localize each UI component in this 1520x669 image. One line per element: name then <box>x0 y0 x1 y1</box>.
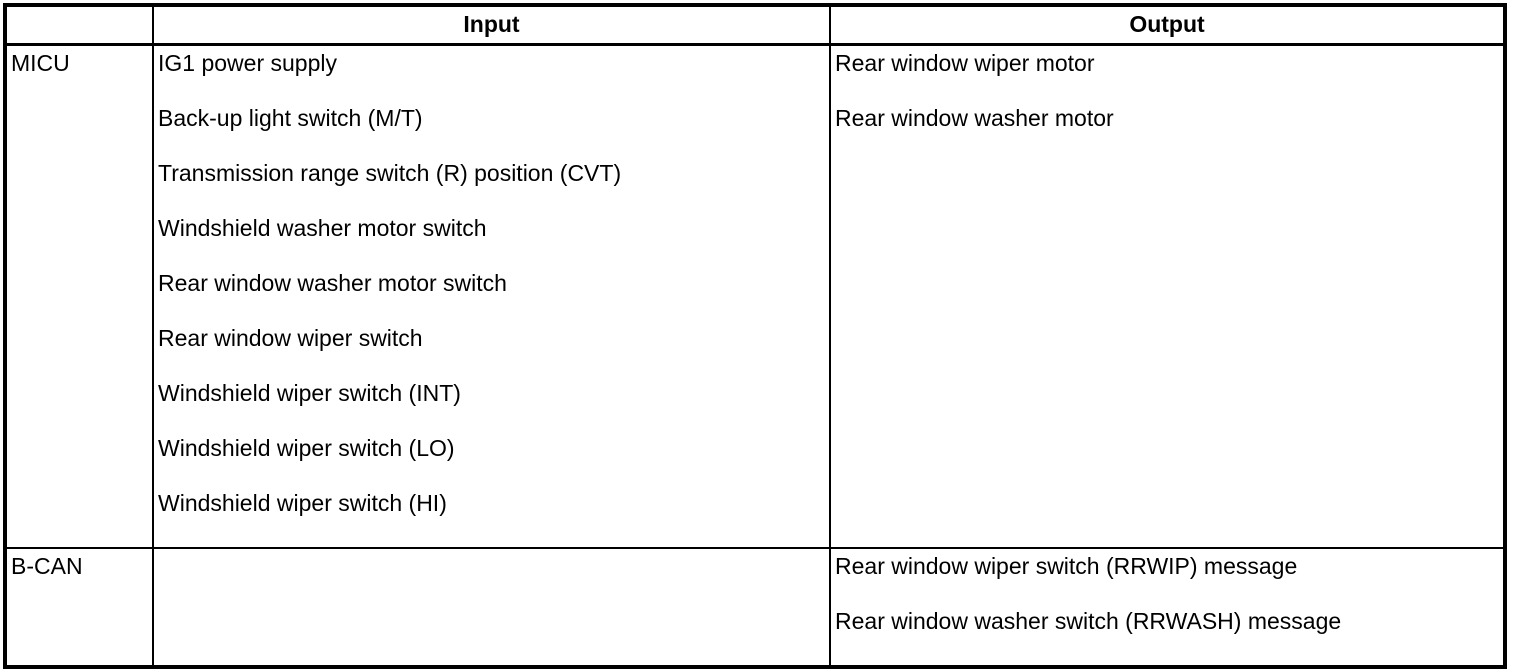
output-item: Rear window wiper motor <box>835 49 1095 76</box>
bcan-input-cell <box>152 546 831 668</box>
input-item: Windshield wiper switch (LO) <box>158 434 455 461</box>
input-item: Back-up light switch (M/T) <box>158 104 423 131</box>
micu-output-cell: Rear window wiper motor Rear window wash… <box>829 43 1506 549</box>
input-item: Rear window wiper switch <box>158 324 423 351</box>
input-output-table: Input Output MICU IG1 power supply Back-… <box>3 3 1507 669</box>
input-item: Transmission range switch (R) position (… <box>158 159 622 186</box>
row-label-bcan: B-CAN <box>4 546 154 668</box>
table-row-micu: MICU IG1 power supply Back-up light swit… <box>4 43 1506 549</box>
header-output: Output <box>829 4 1506 46</box>
header-corner-cell <box>4 4 154 46</box>
output-item: Rear window wiper switch (RRWIP) message <box>835 552 1298 579</box>
table-header-row: Input Output <box>4 4 1506 46</box>
micu-input-cell: IG1 power supply Back-up light switch (M… <box>152 43 831 549</box>
row-label-text: MICU <box>11 49 70 76</box>
input-item: Rear window washer motor switch <box>158 269 507 296</box>
input-item: Windshield washer motor switch <box>158 214 487 241</box>
input-item: Windshield wiper switch (HI) <box>158 489 447 516</box>
table-row-bcan: B-CAN Rear window wiper switch (RRWIP) m… <box>4 546 1506 668</box>
bcan-output-cell: Rear window wiper switch (RRWIP) message… <box>829 546 1506 668</box>
output-item: Rear window washer motor <box>835 104 1114 131</box>
output-item: Rear window washer switch (RRWASH) messa… <box>835 607 1342 634</box>
row-label-text: B-CAN <box>11 552 83 579</box>
input-item: IG1 power supply <box>158 49 337 76</box>
header-input: Input <box>152 4 831 46</box>
input-item: Windshield wiper switch (INT) <box>158 379 461 406</box>
row-label-micu: MICU <box>4 43 154 549</box>
